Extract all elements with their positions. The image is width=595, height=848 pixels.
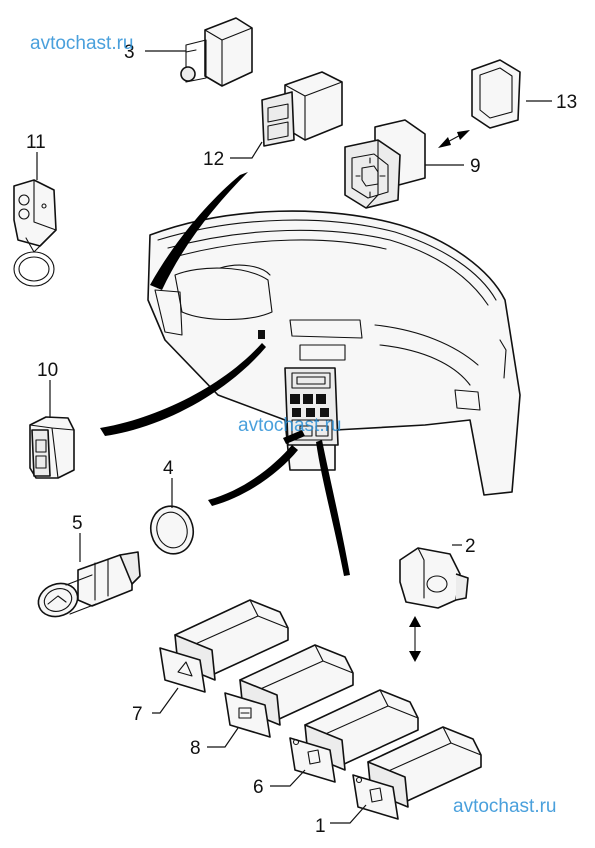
callout-5: 5 xyxy=(72,513,83,534)
part-3-switch xyxy=(180,17,253,87)
callout-4: 4 xyxy=(163,458,174,479)
button-1 xyxy=(352,726,482,820)
dashboard xyxy=(147,210,521,496)
part-13-cover xyxy=(471,59,521,129)
callout-1: 1 xyxy=(315,816,326,837)
callout-6: 6 xyxy=(253,777,264,798)
watermark-bottom: avtochast.ru xyxy=(453,796,557,817)
callout-3: 3 xyxy=(124,42,135,63)
watermark-middle: avtochast.ru xyxy=(238,415,342,436)
part-9-mirror-switch xyxy=(344,119,426,209)
part-11-key-fob xyxy=(13,179,57,287)
part-12-switch xyxy=(261,71,343,147)
watermark-top: avtochast.ru xyxy=(30,33,134,54)
callout-11: 11 xyxy=(26,132,46,153)
button-8 xyxy=(224,644,354,738)
leader-lines xyxy=(36,50,552,824)
callout-8: 8 xyxy=(190,738,201,759)
callout-9: 9 xyxy=(470,156,481,177)
part-2-cover xyxy=(399,547,469,609)
part-10-switch xyxy=(29,416,75,479)
callout-13: 13 xyxy=(556,92,577,113)
button-6 xyxy=(289,689,419,783)
button-7 xyxy=(159,599,289,693)
callout-2: 2 xyxy=(465,536,476,557)
callout-10: 10 xyxy=(37,360,58,381)
callout-12: 12 xyxy=(203,149,224,170)
callout-7: 7 xyxy=(132,704,143,725)
pointer-sweeps xyxy=(100,130,470,662)
part-4-ring xyxy=(149,505,195,555)
part-5-lighter xyxy=(37,551,141,618)
